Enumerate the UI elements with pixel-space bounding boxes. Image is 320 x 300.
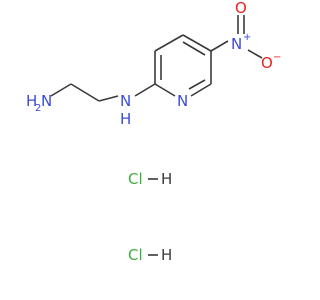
hcl-1-cl-label: Cl bbox=[128, 170, 143, 188]
structure-canvas: H 2 N N H N N + O O − Cl H Cl H bbox=[26, 0, 282, 264]
amino-n-label: N bbox=[120, 92, 131, 110]
bond-ring-c6-n1 bbox=[190, 83, 212, 97]
bond-nitro-oright bbox=[247, 49, 263, 59]
bond-c1-c2 bbox=[70, 83, 100, 102]
nitro-o-top-label: O bbox=[235, 0, 247, 17]
bond-lines bbox=[50, 15, 263, 102]
amine-h-label: H bbox=[26, 92, 37, 110]
molecule-drawing: H 2 N N H N N + O O − Cl H Cl H bbox=[26, 0, 281, 264]
hcl-1-h-label: H bbox=[161, 170, 172, 188]
amine-subscript: 2 bbox=[35, 103, 41, 114]
bond-ring-c3-c4 bbox=[154, 34, 184, 52]
bond-c2-amino bbox=[98, 95, 119, 102]
nitro-minus-charge: − bbox=[273, 52, 281, 63]
bond-amine-c1 bbox=[50, 83, 72, 97]
hcl-2-cl-label: Cl bbox=[128, 246, 143, 264]
bond-ring-c4-c5-double bbox=[182, 41, 206, 56]
nitro-o-right-label: O bbox=[261, 54, 273, 72]
bond-ring-c6-n1-double bbox=[188, 79, 206, 90]
bond-ring-nitro bbox=[210, 40, 229, 52]
hcl-2-h-label: H bbox=[161, 246, 172, 264]
bond-ring-n1-c2 bbox=[154, 83, 176, 97]
nitro-plus-charge: + bbox=[243, 32, 251, 43]
amine-n-label: N bbox=[41, 92, 52, 110]
bond-amino-ring bbox=[134, 83, 156, 97]
nitro-n-label: N bbox=[231, 35, 242, 53]
atom-labels: H 2 N N H N N + O O − Cl H Cl H bbox=[26, 0, 281, 264]
bond-ring-c4-c5 bbox=[182, 34, 212, 52]
amino-h-label: H bbox=[120, 110, 131, 128]
ring-n-label: N bbox=[177, 92, 188, 110]
